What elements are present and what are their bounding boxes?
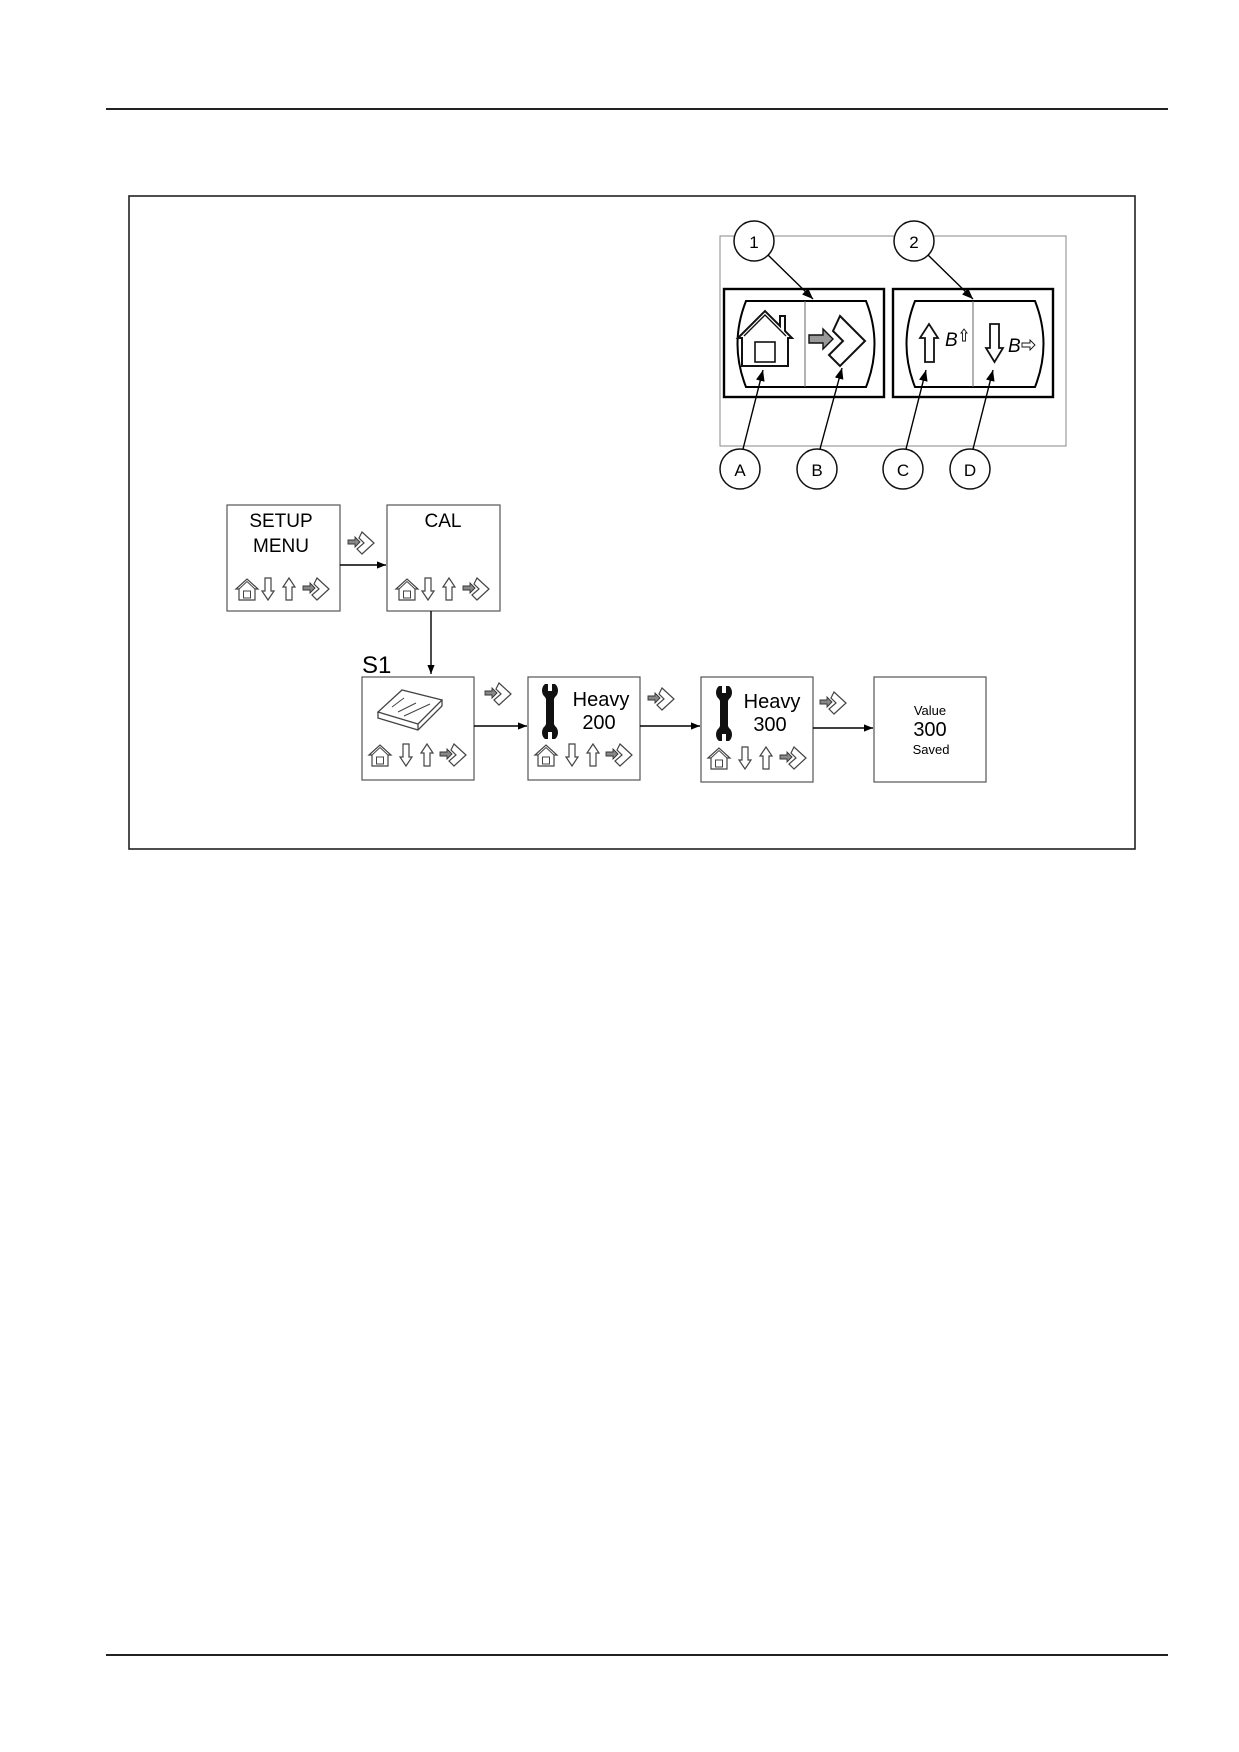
svg-text:200: 200	[582, 712, 615, 734]
up-key-icon	[918, 322, 940, 363]
callout-2-leader	[927, 254, 974, 300]
svg-text:Heavy: Heavy	[744, 691, 801, 713]
svg-text:D: D	[964, 461, 976, 480]
callout-b-leader	[819, 367, 844, 450]
down-key-icon	[984, 323, 1005, 364]
svg-text:Value: Value	[914, 703, 946, 718]
s1-calibration-screen	[361, 676, 475, 781]
svg-text:300: 300	[753, 714, 786, 736]
callout-c-leader	[905, 369, 928, 450]
enter-icon	[808, 314, 867, 368]
callout-a-leader	[742, 369, 765, 450]
svg-text:SETUP: SETUP	[249, 511, 312, 532]
callout-d-leader	[972, 369, 995, 450]
callout-c: C	[882, 448, 924, 490]
header-rule	[106, 108, 1168, 110]
svg-text:MENU: MENU	[253, 536, 309, 557]
heavy-200-screen: Heavy 200	[527, 676, 641, 781]
heavy-300-screen: Heavy 300	[700, 676, 814, 783]
step-label: S1	[362, 652, 391, 679]
callout-b: B	[796, 448, 838, 490]
value-saved-screen: Value 300 Saved	[873, 676, 987, 783]
svg-text:Heavy: Heavy	[573, 689, 630, 711]
callout-2: 2	[893, 220, 935, 262]
svg-text:CAL: CAL	[425, 511, 462, 532]
enter-icon	[484, 682, 512, 706]
svg-text:2: 2	[909, 233, 918, 252]
keypad-2: B B	[891, 287, 1055, 399]
setup-menu-screen: SETUP MENU	[226, 504, 341, 612]
calibration-book-icon	[376, 689, 444, 731]
key-c-suffix: B	[945, 330, 958, 351]
svg-text:Saved: Saved	[913, 742, 950, 757]
svg-text:B: B	[811, 461, 822, 480]
key-d-suffix: B	[1008, 336, 1021, 357]
keypad-1	[722, 287, 886, 399]
enter-icon	[347, 531, 375, 555]
diagram-frame	[128, 195, 1136, 850]
svg-text:1: 1	[749, 233, 758, 252]
keypad-frame	[719, 235, 1067, 447]
callout-1-leader	[767, 254, 814, 300]
callout-a: A	[719, 448, 761, 490]
home-icon	[735, 309, 795, 367]
callout-1: 1	[733, 220, 775, 262]
svg-text:C: C	[897, 461, 909, 480]
callout-d: D	[949, 448, 991, 490]
b-up-glyph-icon	[960, 328, 968, 342]
svg-text:A: A	[734, 461, 746, 480]
enter-icon	[647, 687, 675, 711]
footer-rule	[106, 1654, 1168, 1656]
cal-screen: CAL	[386, 504, 501, 612]
svg-text:300: 300	[913, 719, 946, 741]
enter-icon	[819, 691, 847, 715]
b-right-glyph-icon	[1021, 338, 1036, 352]
